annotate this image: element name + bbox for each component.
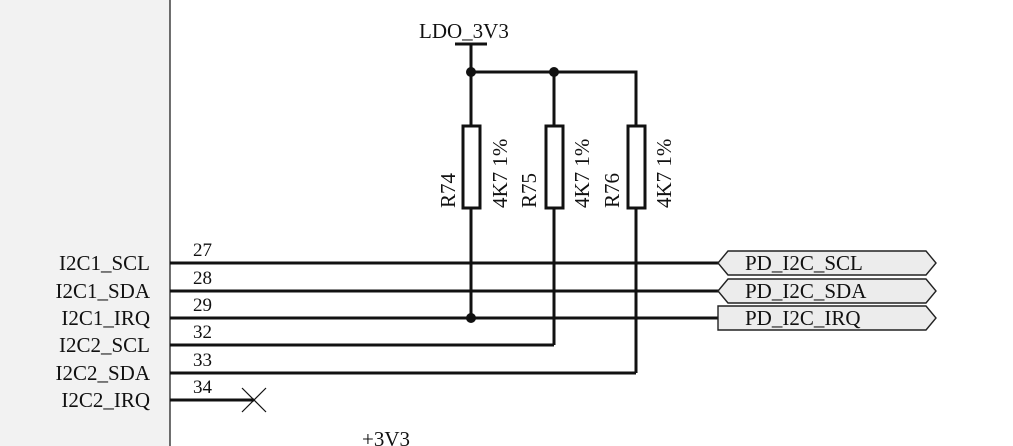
sheet-margin	[0, 0, 170, 446]
junction-dot	[466, 313, 476, 323]
pin-number: 28	[193, 268, 212, 289]
resistor-r75-value: 4K7 1%	[570, 139, 594, 208]
no-connect-icon	[241, 387, 267, 413]
signal-name-i2c2-sda: I2C2_SDA	[55, 361, 150, 385]
bottom-power-label: +3V3	[362, 427, 410, 446]
port-pd-i2c-irq	[717, 305, 937, 331]
signal-name-i2c2-scl: I2C2_SCL	[59, 333, 150, 357]
port-label-pd-i2c-sda: PD_I2C_SDA	[745, 279, 867, 303]
signal-name-i2c2-irq: I2C2_IRQ	[61, 388, 150, 412]
ldo-power-label: LDO_3V3	[419, 19, 509, 43]
resistor-r74-value: 4K7 1%	[488, 139, 512, 208]
pin-number: 34	[193, 377, 213, 398]
resistor-r75-body	[544, 124, 565, 210]
port-label-pd-i2c-irq: PD_I2C_IRQ	[745, 306, 861, 330]
port-pd-i2c-scl	[717, 250, 937, 276]
signal-name-i2c1-sda: I2C1_SDA	[55, 279, 150, 303]
resistor-r75-ref: R75	[517, 173, 541, 208]
port-pd-i2c-sda	[717, 278, 937, 304]
resistor-r74-body	[461, 124, 482, 210]
resistor-r74-ref: R74	[436, 172, 460, 208]
pin-number: 27	[193, 240, 212, 261]
pin-number: 33	[193, 350, 212, 371]
pullup-power-rail	[471, 70, 638, 126]
pin-number: 32	[193, 322, 212, 343]
signal-name-i2c1-scl: I2C1_SCL	[59, 251, 150, 275]
signal-name-i2c1-irq: I2C1_IRQ	[61, 306, 150, 330]
resistor-r76-value: 4K7 1%	[652, 139, 676, 208]
port-label-pd-i2c-scl: PD_I2C_SCL	[745, 251, 863, 275]
pin-number: 29	[193, 295, 212, 316]
resistor-r76-ref: R76	[600, 173, 624, 208]
resistor-r76-body	[626, 124, 647, 210]
